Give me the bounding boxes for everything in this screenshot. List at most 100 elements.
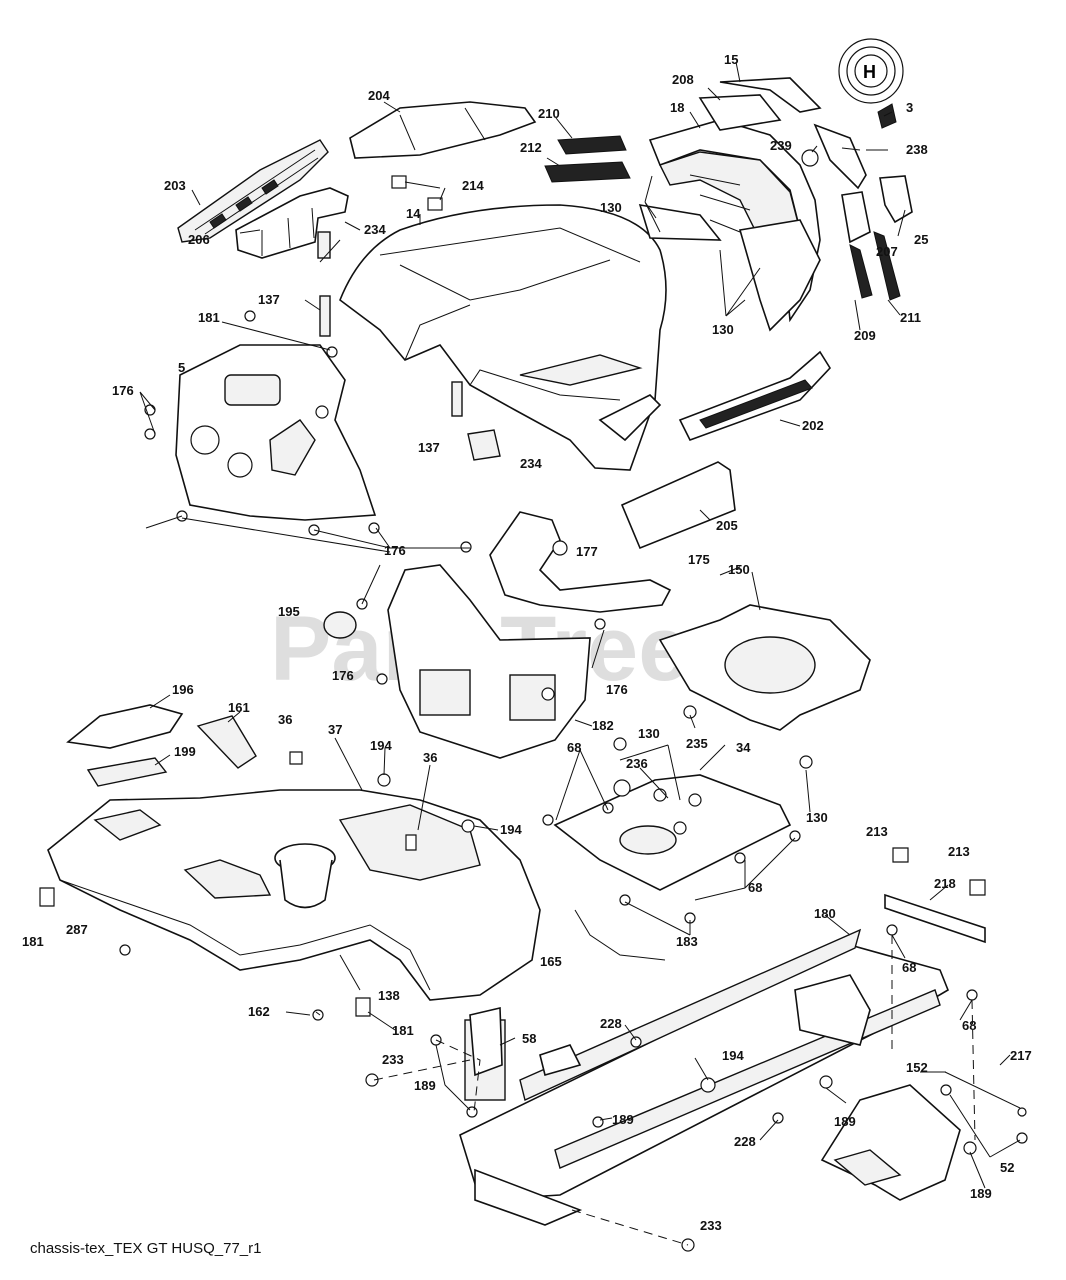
part-161 — [196, 715, 257, 769]
callout-189-c: 189 — [834, 1114, 856, 1129]
callout-236: 236 — [626, 756, 648, 771]
callout-202: 202 — [802, 418, 824, 433]
callout-137: 137 — [258, 292, 280, 307]
hood-top-204 — [349, 101, 537, 159]
callout-238: 238 — [906, 142, 928, 157]
callout-194-b: 194 — [500, 822, 522, 837]
callout-130-d: 130 — [806, 810, 828, 825]
callout-213: 213 — [866, 824, 888, 839]
callout-203: 203 — [164, 178, 186, 193]
assembly-dash-lines — [373, 935, 976, 1246]
callout-130: 130 — [600, 200, 622, 215]
callout-205: 205 — [716, 518, 738, 533]
callout-206: 206 — [188, 232, 210, 247]
part-199 — [86, 757, 168, 787]
callout-199: 199 — [174, 744, 196, 759]
callout-152: 152 — [906, 1060, 928, 1075]
nose-assembly-18 — [638, 77, 822, 332]
callout-235: 235 — [686, 736, 708, 751]
clips-214 — [391, 175, 443, 211]
callout-194: 194 — [370, 738, 392, 753]
callout-137-b: 137 — [418, 440, 440, 455]
callout-130-c: 130 — [638, 726, 660, 741]
frame-hardware — [244, 310, 977, 1252]
callout-labels: 3 5 14 15 18 25 34 36 36 37 52 58 68 68 … — [22, 52, 1032, 1233]
callout-181-c: 181 — [392, 1023, 414, 1038]
guard-152 — [820, 1084, 961, 1201]
callout-176-c: 176 — [332, 668, 354, 683]
pads-234-137 — [317, 231, 501, 461]
callout-211: 211 — [900, 310, 921, 325]
lower-grille-202 — [678, 350, 832, 441]
diagram-caption: chassis-tex_TEX GT HUSQ_77_r1 — [30, 1240, 262, 1257]
callout-194-c: 194 — [722, 1048, 744, 1063]
callout-213-b: 213 — [948, 844, 970, 859]
callout-68-d: 68 — [962, 1018, 976, 1033]
grille-strips-210-212 — [544, 135, 631, 183]
callout-58: 58 — [522, 1031, 536, 1046]
bracket-218 — [884, 847, 986, 1001]
callout-217: 217 — [1010, 1048, 1032, 1063]
callout-212: 212 — [520, 140, 542, 155]
callout-138: 138 — [378, 988, 400, 1003]
callout-234-b: 234 — [520, 456, 542, 471]
callout-228: 228 — [600, 1016, 622, 1031]
callout-176-b: 176 — [384, 543, 406, 558]
callout-25: 25 — [914, 232, 928, 247]
callout-15: 15 — [724, 52, 738, 67]
callout-239: 239 — [770, 138, 792, 153]
callout-209: 209 — [854, 328, 876, 343]
bracket-206 — [235, 187, 349, 259]
callout-175: 175 — [688, 552, 710, 567]
callout-14: 14 — [406, 206, 421, 221]
rod-165 — [574, 909, 666, 961]
callout-130-b: 130 — [712, 322, 734, 337]
callout-208: 208 — [672, 72, 694, 87]
callout-68-b: 68 — [748, 880, 762, 895]
callout-196: 196 — [172, 682, 194, 697]
callout-287: 287 — [66, 922, 88, 937]
shroud-150 — [658, 604, 871, 731]
callout-52: 52 — [1000, 1160, 1014, 1175]
dash-panel-5 — [175, 344, 377, 521]
callout-233-b: 233 — [700, 1218, 722, 1233]
footrest-196 — [66, 704, 184, 749]
callout-189-d: 189 — [970, 1186, 992, 1201]
grille-203 — [177, 139, 329, 243]
callout-182: 182 — [592, 718, 614, 733]
callout-189: 189 — [414, 1078, 436, 1093]
callout-181-b: 181 — [22, 934, 44, 949]
plate-34 — [542, 774, 801, 924]
callout-161: 161 — [228, 700, 250, 715]
callout-3: 3 — [906, 100, 913, 115]
callout-233: 233 — [382, 1052, 404, 1067]
screws-176 — [144, 404, 606, 685]
callout-183: 183 — [676, 934, 698, 949]
callout-150: 150 — [728, 562, 750, 577]
rod-217 — [940, 1071, 1028, 1144]
callout-37: 37 — [328, 722, 342, 737]
panel-205 — [620, 461, 736, 550]
callout-189-b: 189 — [612, 1112, 634, 1127]
callout-207: 207 — [876, 244, 898, 259]
bracket-175 — [489, 511, 672, 613]
callout-210: 210 — [538, 106, 560, 121]
logo-badge-assembly: H — [801, 38, 913, 301]
callout-36-b: 36 — [423, 750, 437, 765]
callout-234: 234 — [364, 222, 386, 237]
callout-68: 68 — [567, 740, 581, 755]
lower-dash-182 — [387, 564, 591, 759]
callout-leaders — [139, 61, 1021, 1189]
callout-195: 195 — [278, 604, 300, 619]
callout-68-c: 68 — [902, 960, 916, 975]
callout-180: 180 — [814, 906, 836, 921]
callout-176: 176 — [112, 383, 134, 398]
callout-165: 165 — [540, 954, 562, 969]
callout-214: 214 — [462, 178, 484, 193]
callout-36: 36 — [278, 712, 292, 727]
plug-195 — [323, 611, 357, 639]
callout-218: 218 — [934, 876, 956, 891]
callout-204: 204 — [368, 88, 390, 103]
logo-letter: H — [863, 62, 876, 82]
